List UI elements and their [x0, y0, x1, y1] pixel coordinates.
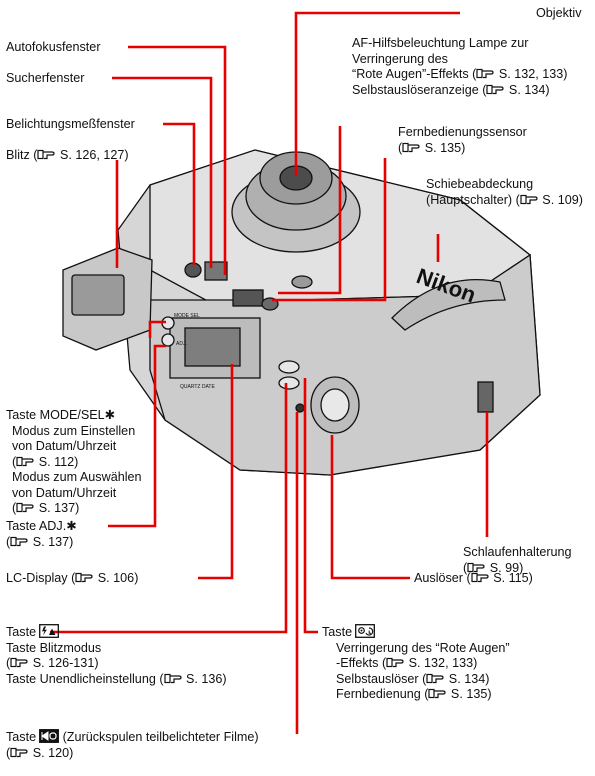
hand-pointing-reference-icon	[520, 194, 538, 205]
redeye-selftimer-key-icon	[355, 624, 375, 638]
label-taste-adj: Taste ADJ.✱ ( S. 137)	[6, 519, 77, 550]
flash-infinity-key-icon	[39, 624, 59, 638]
label-sucher-text: Sucherfenster	[6, 71, 84, 85]
adj-ref: ( S. 137)	[6, 535, 77, 551]
rewind-key-title: Taste (Zurückspulen teilbelichteter Film…	[6, 729, 259, 746]
label-taste-rote-augen: Taste Verringerung des “Rote Augen” -Eff…	[322, 624, 510, 703]
rewind-key-icon	[39, 729, 59, 743]
redeye-key-title: Taste	[322, 624, 510, 641]
mode-title: Taste MODE/SEL✱	[6, 408, 142, 424]
hand-pointing-reference-icon	[10, 536, 28, 547]
hand-pointing-reference-icon	[476, 68, 494, 79]
hand-pointing-reference-icon	[386, 657, 404, 668]
hand-pointing-reference-icon	[486, 84, 504, 95]
label-objektiv: Objektiv	[536, 6, 582, 22]
af-line-2: Verringerung des	[352, 52, 568, 68]
hand-pointing-reference-icon	[16, 502, 34, 513]
af-line-1: AF-Hilfsbeleuchtung Lampe zur	[352, 36, 568, 52]
label-autofokusfenster: Autofokusfenster	[6, 40, 101, 56]
hand-pointing-reference-icon	[10, 747, 28, 758]
hand-pointing-reference-icon	[426, 673, 444, 684]
schlaufen-title: Schlaufenhalterung	[463, 545, 572, 561]
label-belichtung-text: Belichtungsmeßfenster	[6, 117, 135, 131]
schiebe-line-2: (Hauptschalter) ( S. 109)	[426, 193, 583, 209]
fernbed-title: Fernbedienungssensor	[398, 125, 527, 141]
hand-pointing-reference-icon	[10, 657, 28, 668]
label-autofokus-text: Autofokusfenster	[6, 40, 101, 54]
label-taste-blitzmodus: Taste Taste Blitzmodus ( S. 126-131) Tas…	[6, 624, 227, 687]
mode-ref-2: ( S. 137)	[6, 501, 142, 517]
mode-ref-1: ( S. 112)	[6, 455, 142, 471]
label-objektiv-text: Objektiv	[536, 6, 582, 20]
adj-title: Taste ADJ.✱	[6, 519, 77, 535]
redeye-self: Selbstauslöser ( S. 134)	[322, 672, 510, 688]
label-ausloeser: Auslöser ( S. 115)	[414, 571, 533, 587]
blitz-key-unend: Taste Unendlicheinstellung ( S. 136)	[6, 672, 227, 688]
af-line-4: Selbstauslöseranzeige ( S. 134)	[352, 83, 568, 99]
af-line-3: “Rote Augen”-Effekts ( S. 132, 133)	[352, 67, 568, 83]
label-taste-zurueckspulen: Taste (Zurückspulen teilbelichteter Film…	[6, 729, 259, 761]
label-fernbedienungssensor: Fernbedienungssensor ( S. 135)	[398, 125, 527, 156]
hand-pointing-reference-icon	[164, 673, 182, 684]
hand-pointing-reference-icon	[75, 572, 93, 583]
redeye-fern: Fernbedienung ( S. 135)	[322, 687, 510, 703]
mode-line-3: Modus zum Auswählen	[6, 470, 142, 486]
fernbed-ref: ( S. 135)	[398, 141, 527, 157]
hand-pointing-reference-icon	[16, 456, 34, 467]
redeye-line-1: Verringerung des “Rote Augen”	[322, 641, 510, 657]
hand-pointing-reference-icon	[428, 688, 446, 699]
label-belichtungsmessfenster: Belichtungsmeßfenster	[6, 117, 135, 133]
camera-mode-sel-label: MODE SEL	[174, 313, 200, 319]
blitz-key-ref: ( S. 126-131)	[6, 656, 227, 672]
mode-line-2: von Datum/Uhrzeit	[6, 439, 142, 455]
mode-line-1: Modus zum Einstellen	[6, 424, 142, 440]
schiebe-line-1: Schiebeabdeckung	[426, 177, 583, 193]
redeye-line-2: -Effekts ( S. 132, 133)	[322, 656, 510, 672]
label-schiebeabdeckung: Schiebeabdeckung (Hauptschalter) ( S. 10…	[426, 177, 583, 208]
label-lc-display: LC-Display ( S. 106)	[6, 571, 138, 587]
camera-adj-label: ADJ.	[176, 341, 187, 347]
blitz-key-line-1: Taste Blitzmodus	[6, 641, 227, 657]
hand-pointing-reference-icon	[402, 142, 420, 153]
hand-pointing-reference-icon	[471, 572, 489, 583]
mode-line-4: von Datum/Uhrzeit	[6, 486, 142, 502]
label-blitz: Blitz ( S. 126, 127)	[6, 148, 129, 164]
label-taste-mode-sel: Taste MODE/SEL✱ Modus zum Einstellen von…	[6, 408, 142, 517]
camera-quartz-label: QUARTZ DATE	[180, 384, 215, 390]
rewind-ref: ( S. 120)	[6, 746, 259, 762]
label-af-hilfsbeleuchtung: AF-Hilfsbeleuchtung Lampe zur Verringeru…	[352, 36, 568, 98]
hand-pointing-reference-icon	[37, 149, 55, 160]
label-sucherfenster: Sucherfenster	[6, 71, 84, 87]
blitz-key-title: Taste	[6, 624, 227, 641]
